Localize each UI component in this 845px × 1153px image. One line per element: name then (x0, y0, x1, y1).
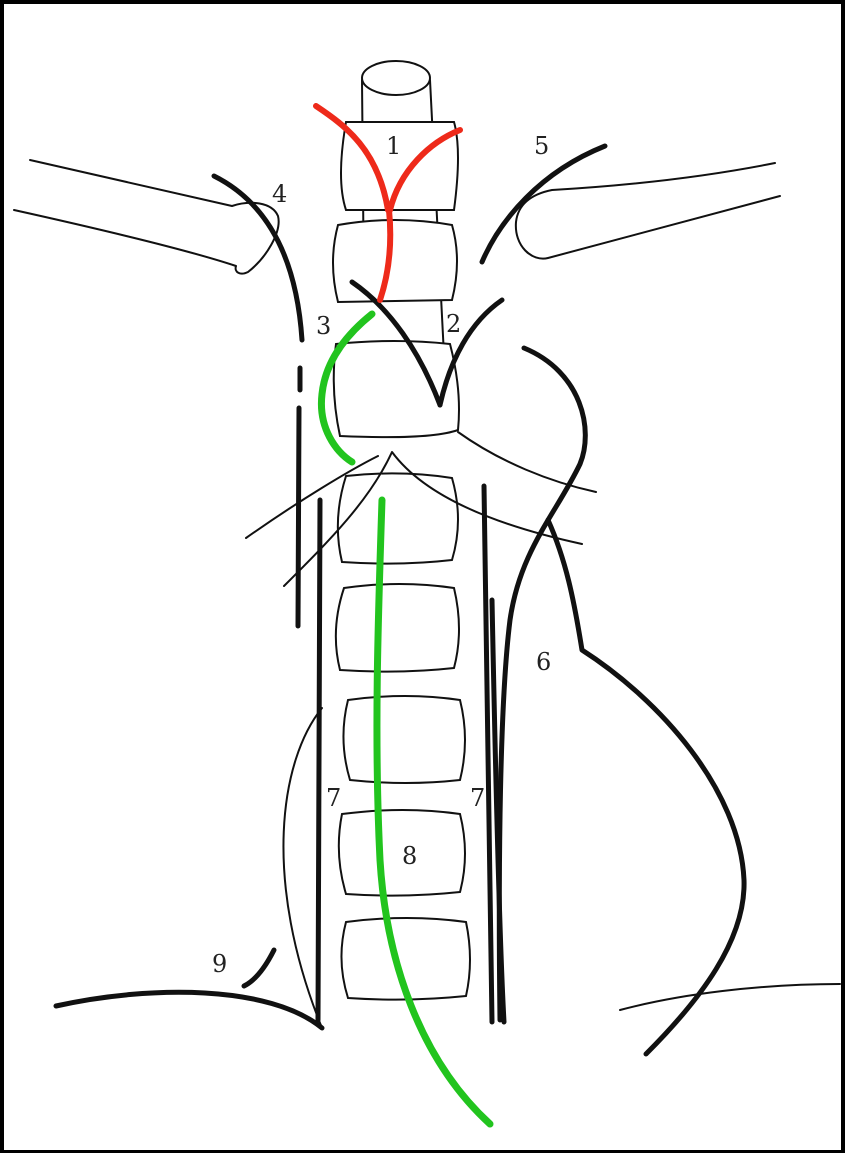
vertebra-6 (343, 696, 465, 783)
vertebra-4 (338, 473, 458, 563)
label-5: 5 (534, 132, 549, 160)
label-4: 4 (272, 180, 287, 208)
label-3: 3 (316, 312, 331, 340)
label-7-left: 7 (326, 784, 341, 812)
label-9: 9 (212, 950, 227, 978)
vertebra-5 (336, 584, 459, 672)
vertebra-3 (334, 341, 459, 437)
vertebra-2 (333, 220, 457, 302)
label-8: 8 (402, 842, 417, 870)
label-6: 6 (536, 648, 551, 676)
label-1: 1 (386, 132, 401, 160)
label-7-right: 7 (470, 784, 485, 812)
label-2: 2 (446, 310, 461, 338)
